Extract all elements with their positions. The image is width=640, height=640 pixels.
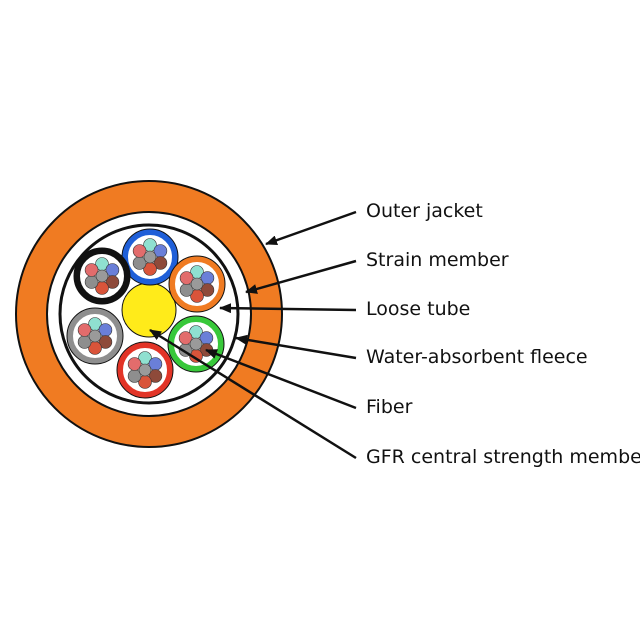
loose-tube-orange [168, 255, 226, 313]
leader-gfr-central-strength-member [149, 328, 357, 460]
fiber-icon [178, 331, 193, 345]
loose-tube-rim [116, 341, 174, 399]
label-outer-jacket: Outer jacket [366, 200, 483, 222]
fiber-center-icon [143, 250, 157, 264]
label-gfr-central-strength-member: GFR central strength member [366, 446, 640, 468]
loose-tube-rim [66, 307, 124, 365]
leader-strain-member [245, 259, 357, 294]
fiber-icon [132, 244, 147, 258]
loose-tube-red [116, 341, 174, 399]
loose-tube-rim [168, 255, 226, 313]
fiber-icon [84, 263, 99, 277]
fiber-center-icon [95, 269, 109, 283]
loose-tube-rim [73, 247, 131, 305]
fiber-icon [105, 275, 120, 289]
leader-outer-jacket [265, 210, 357, 246]
fiber-icon [179, 271, 194, 285]
leader-fiber [205, 348, 357, 410]
loose-tube-green [167, 315, 225, 373]
fiber-icon [98, 335, 113, 349]
loose-tube-rim [167, 315, 225, 373]
gfr-central-strength-member [121, 282, 177, 338]
fiber-icon [77, 323, 92, 337]
leader-water-absorbent-fleece [235, 334, 357, 360]
fiber-center-icon [189, 337, 203, 351]
fiber-icon [127, 357, 142, 371]
fiber-center-icon [138, 363, 152, 377]
fiber-icon [148, 369, 163, 383]
loose-tube-gray [66, 307, 124, 365]
label-loose-tube: Loose tube [366, 298, 471, 320]
fiber-center-icon [88, 329, 102, 343]
label-fiber: Fiber [366, 396, 413, 418]
leader-loose-tube [219, 303, 357, 314]
fiber-icon [200, 283, 215, 297]
loose-tube-black [73, 247, 131, 305]
label-strain-member: Strain member [366, 249, 509, 271]
fiber-center-icon [190, 277, 204, 291]
loose-tube-blue [121, 228, 179, 286]
label-water-absorbent-fleece: Water-absorbent fleece [366, 346, 588, 368]
fiber-icon [153, 256, 168, 270]
